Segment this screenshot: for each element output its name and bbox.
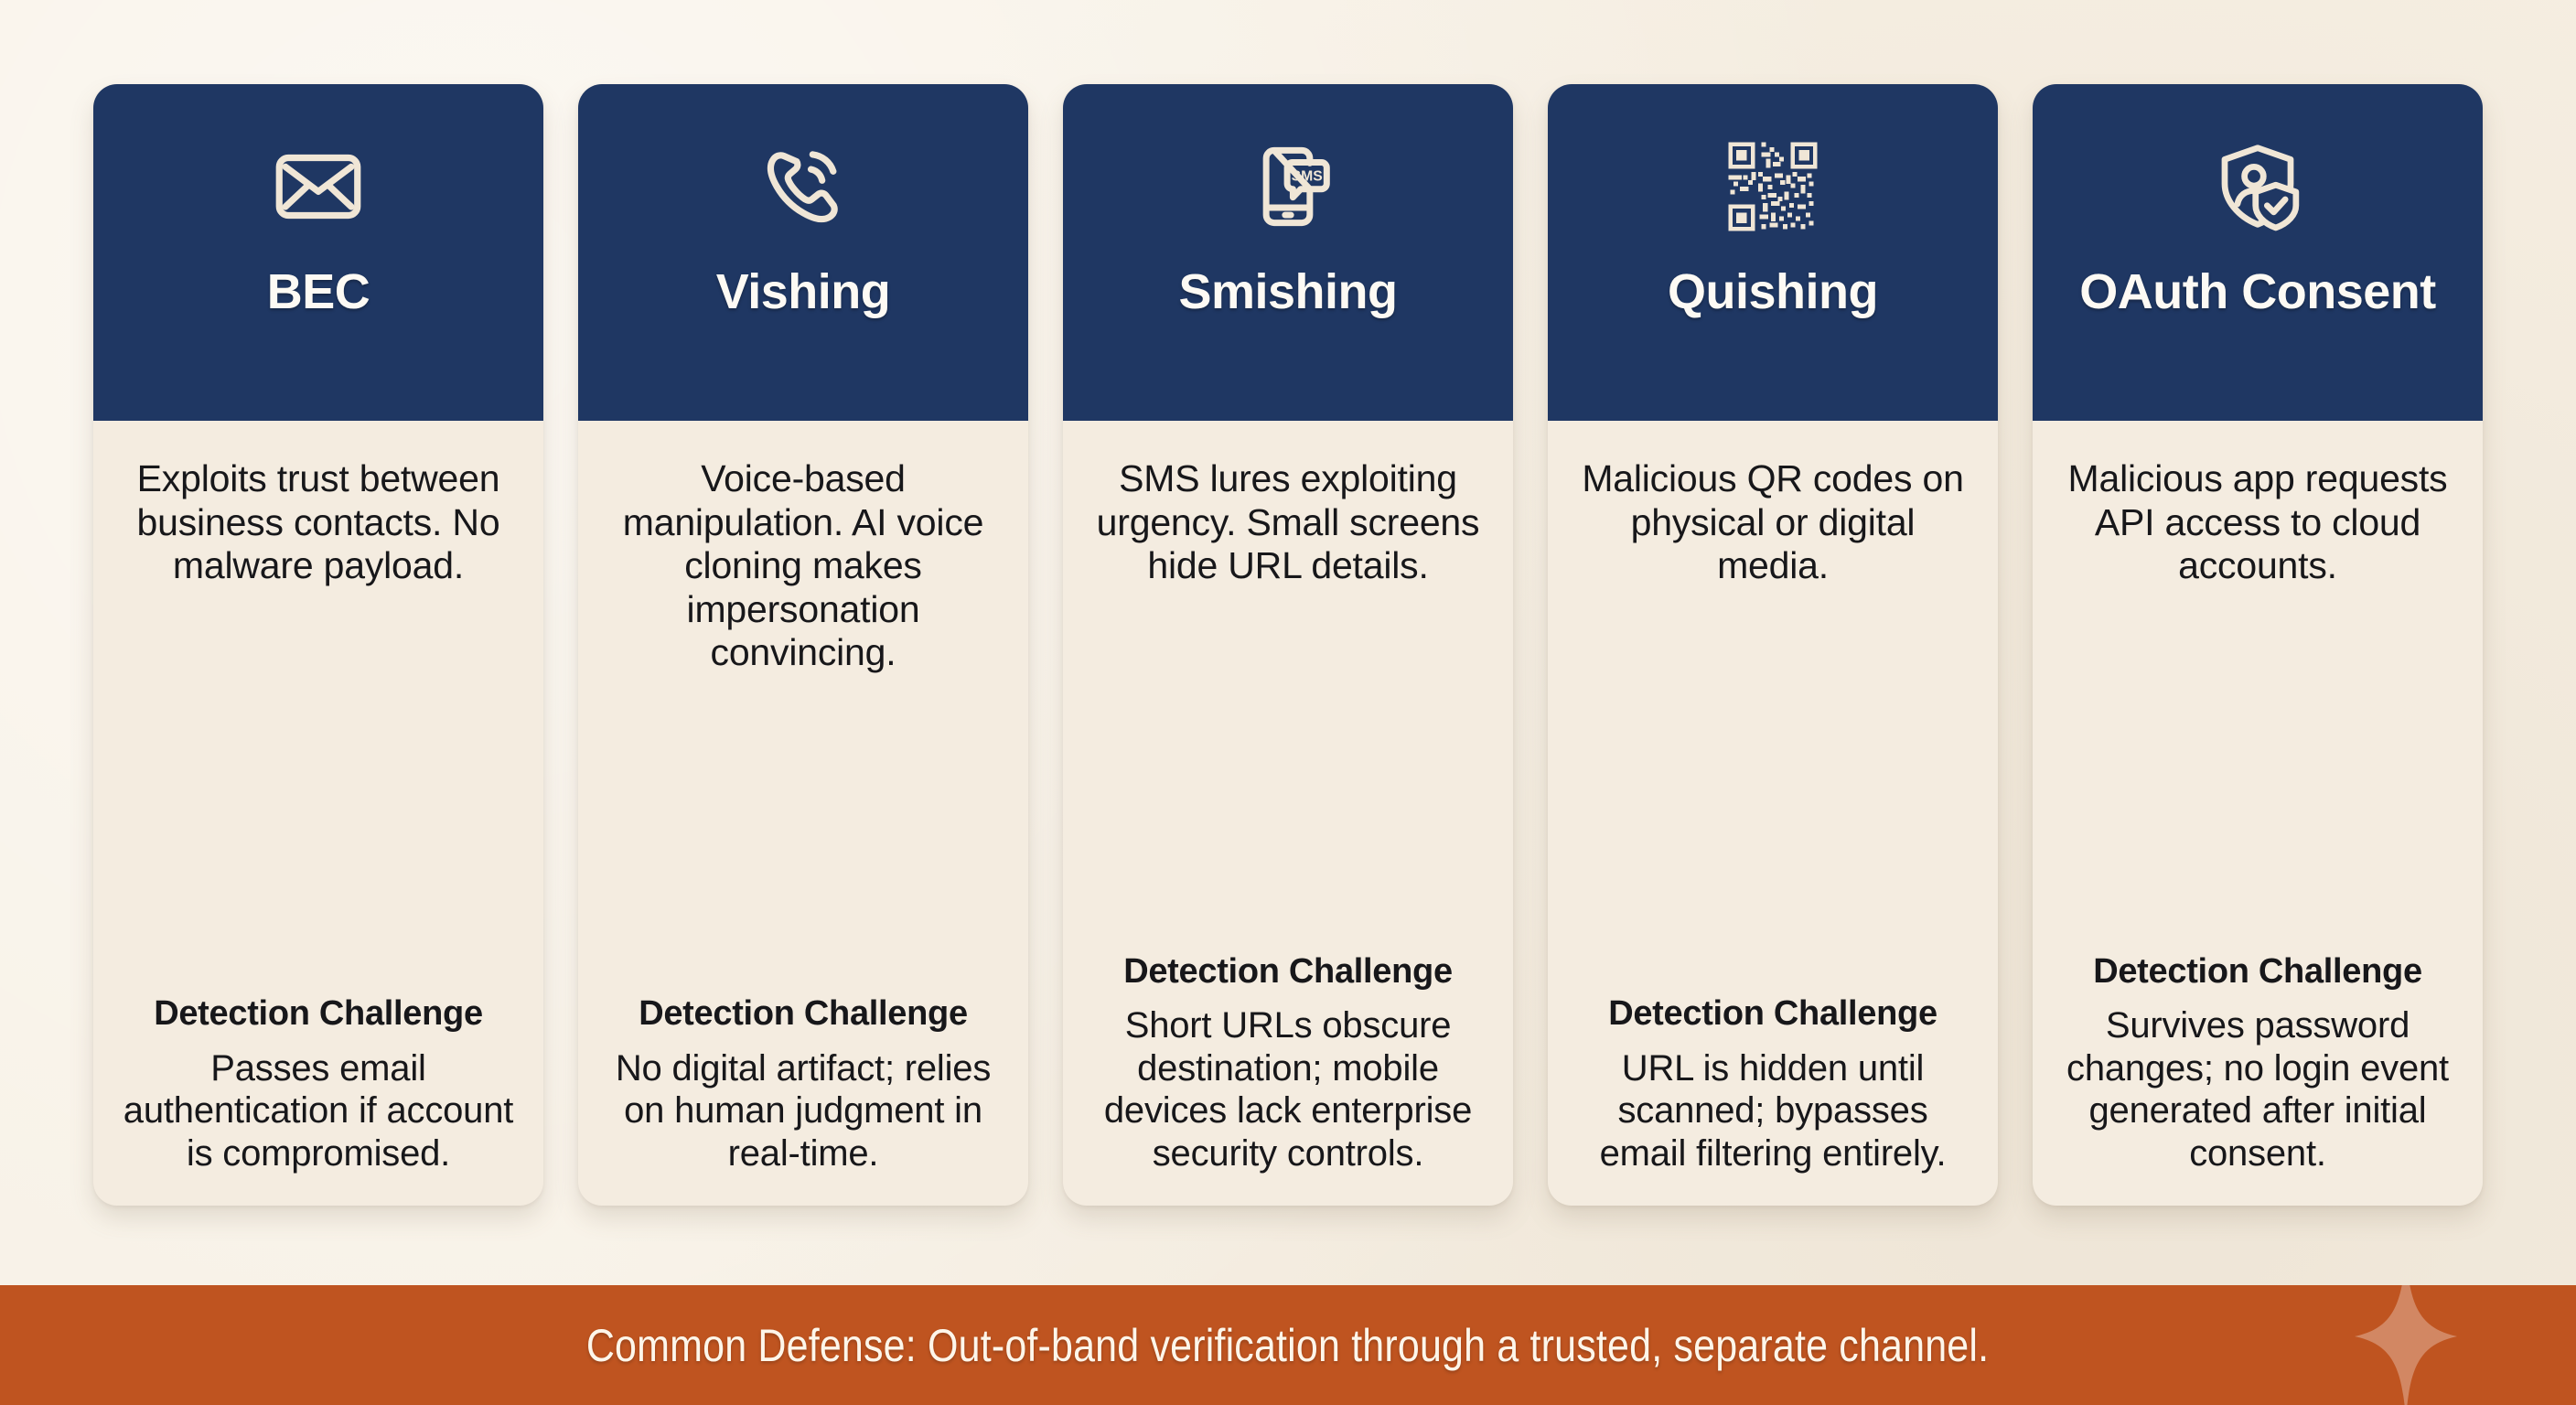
sms-phone-icon: SMS (1239, 135, 1337, 238)
detection-challenge-block: Detection Challenge URL is hidden until … (1572, 994, 1974, 1174)
detection-challenge-label: Detection Challenge (2093, 951, 2422, 991)
card-body: Voice-based manipulation. AI voice cloni… (578, 421, 1028, 1206)
detection-challenge-block: Detection Challenge No digital artifact;… (602, 994, 1004, 1174)
card-body: Exploits trust between business contacts… (93, 421, 543, 1206)
card-title: Smishing (1178, 264, 1398, 319)
threat-card-oauth-consent: OAuth Consent Malicious app requests API… (2033, 84, 2483, 1206)
threat-cards-row: BEC Exploits trust between business cont… (93, 84, 2483, 1206)
detection-challenge-block: Detection Challenge Survives password ch… (2056, 952, 2459, 1174)
detection-challenge-label: Detection Challenge (1123, 951, 1453, 991)
detection-challenge-block: Detection Challenge Short URLs obscure d… (1087, 952, 1489, 1174)
card-title: BEC (266, 264, 370, 319)
card-description: Malicious app requests API access to clo… (2067, 457, 2448, 587)
card-body: SMS lures exploiting urgency. Small scre… (1063, 421, 1513, 1206)
detection-challenge-text: No digital artifact; relies on human jud… (615, 1047, 992, 1174)
threat-card-quishing: Quishing Malicious QR codes on physical … (1548, 84, 1998, 1206)
card-description: Exploits trust between business contacts… (136, 457, 500, 587)
card-body: Malicious QR codes on physical or digita… (1548, 421, 1998, 1206)
detection-challenge-label: Detection Challenge (639, 994, 968, 1034)
card-title: Vishing (715, 264, 891, 319)
card-title: OAuth Consent (2079, 264, 2436, 319)
svg-text:SMS: SMS (1292, 168, 1323, 184)
shield-user-check-icon (2208, 135, 2307, 238)
common-defense-banner: Common Defense: Out-of-band verification… (0, 1285, 2576, 1405)
card-description: Voice-based manipulation. AI voice cloni… (622, 457, 984, 674)
threat-card-vishing: Vishing Voice-based manipulation. AI voi… (578, 84, 1028, 1206)
card-header: OAuth Consent (2033, 84, 2483, 421)
detection-challenge-text: Survives password changes; no login even… (2066, 1005, 2449, 1174)
card-description: Malicious QR codes on physical or digita… (1582, 457, 1964, 587)
detection-challenge-block: Detection Challenge Passes email authent… (117, 994, 520, 1174)
card-description: SMS lures exploiting urgency. Small scre… (1096, 457, 1480, 587)
detection-challenge-text: Short URLs obscure destination; mobile d… (1103, 1005, 1473, 1174)
detection-challenge-text: Passes email authentication if account i… (123, 1047, 514, 1174)
detection-challenge-label: Detection Challenge (1608, 994, 1937, 1034)
phone-call-icon (754, 135, 853, 238)
qr-code-icon (1725, 135, 1820, 238)
card-header: Vishing (578, 84, 1028, 421)
threat-card-smishing: SMS Smishing SMS lures exploiting urgenc… (1063, 84, 1513, 1206)
detection-challenge-label: Detection Challenge (154, 994, 483, 1034)
envelope-icon (269, 135, 368, 238)
threat-card-bec: BEC Exploits trust between business cont… (93, 84, 543, 1206)
card-header: BEC (93, 84, 543, 421)
card-body: Malicious app requests API access to clo… (2033, 421, 2483, 1206)
card-header: SMS Smishing (1063, 84, 1513, 421)
card-title: Quishing (1668, 264, 1878, 319)
sparkle-icon (2355, 1285, 2457, 1405)
card-header: Quishing (1548, 84, 1998, 421)
common-defense-text: Common Defense: Out-of-band verification… (586, 1319, 1990, 1371)
detection-challenge-text: URL is hidden until scanned; bypasses em… (1599, 1047, 1947, 1174)
